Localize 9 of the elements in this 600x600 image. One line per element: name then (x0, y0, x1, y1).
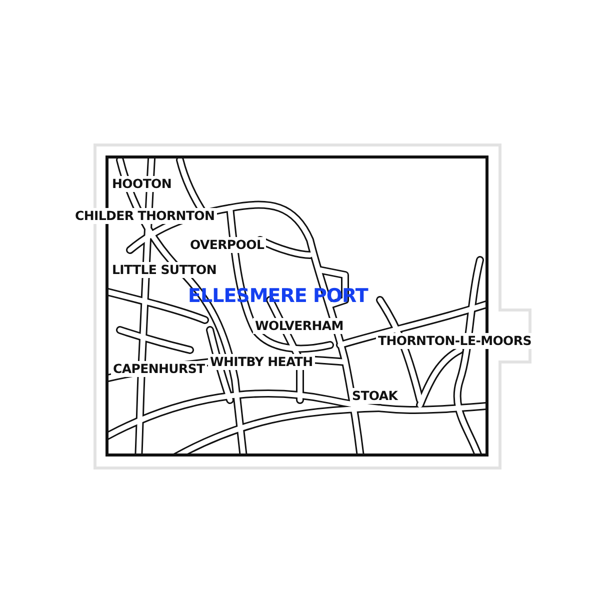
place-label: OVERPOOL (188, 237, 266, 253)
place-label: CHILDER THORNTON (73, 208, 217, 224)
place-label: HOOTON (110, 176, 174, 192)
place-label: STOAK (350, 388, 400, 404)
place-label: THORNTON-LE-MOORS (376, 333, 534, 349)
place-label: WOLVERHAM (253, 318, 346, 334)
place-label: LITTLE SUTTON (110, 262, 218, 278)
place-label: WHITBY HEATH (208, 354, 315, 370)
place-label: CAPENHURST (111, 361, 207, 377)
